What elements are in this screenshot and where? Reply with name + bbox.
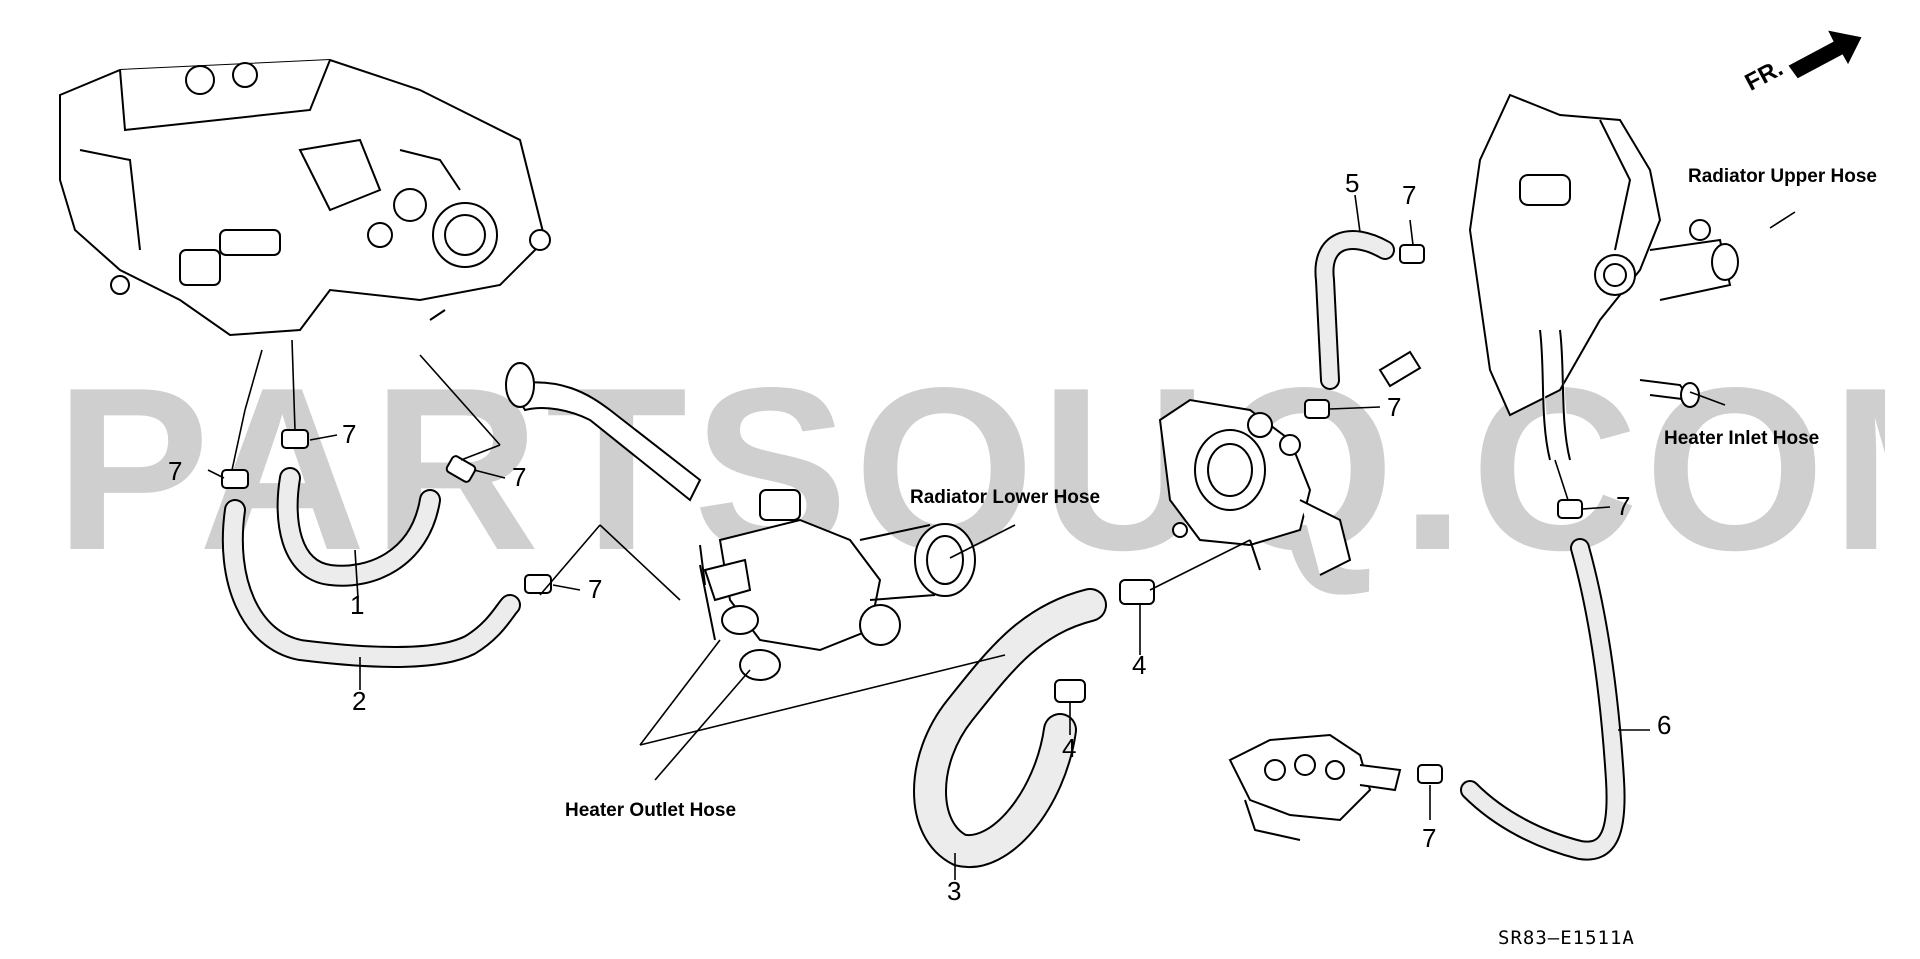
- leader-lines: [207, 194, 1796, 880]
- callout-4: 4: [1062, 733, 1077, 763]
- diagram-code: SR83–E1511A: [1498, 927, 1635, 949]
- clamp-7: [281, 429, 309, 449]
- intake-manifold: [59, 58, 551, 337]
- callout-1: 1: [350, 590, 365, 620]
- clamp-7: [445, 455, 477, 483]
- callout-3: 3: [947, 876, 962, 906]
- callout-7: 7: [1387, 392, 1402, 422]
- callout-7: 7: [342, 419, 357, 449]
- front-direction-arrow: [1788, 30, 1862, 79]
- water-outlet-housing: [505, 362, 976, 681]
- heater-valve: [1228, 733, 1402, 841]
- callout-2: 2: [352, 686, 367, 716]
- label-radiator-lower-hose: Radiator Lower Hose: [910, 487, 1101, 508]
- callout-7: 7: [1402, 180, 1417, 210]
- callout-4: 4: [1132, 650, 1147, 680]
- clamp-7: [524, 574, 552, 594]
- clamp-7: [1399, 244, 1425, 264]
- callout-7: 7: [512, 462, 527, 492]
- clamp-4: [1054, 679, 1086, 703]
- throttle-body: [1158, 398, 1352, 576]
- callout-7: 7: [1422, 823, 1437, 853]
- clamp-7: [1304, 399, 1330, 419]
- callout-7: 7: [588, 574, 603, 604]
- hoses: [221, 230, 1626, 869]
- callout-7: 7: [1616, 491, 1631, 521]
- callout-6: 6: [1657, 710, 1672, 740]
- cylinder-head: [1378, 93, 1739, 461]
- callout-5: 5: [1345, 168, 1360, 198]
- clamp-7: [221, 469, 249, 489]
- label-heater-outlet-hose: Heater Outlet Hose: [565, 800, 737, 821]
- callout-7: 7: [168, 456, 183, 486]
- clamp-4: [1119, 579, 1155, 605]
- clamp-7: [1557, 499, 1583, 519]
- clamp-7: [1417, 764, 1443, 784]
- clamps: [221, 244, 1583, 784]
- label-heater-inlet-hose: Heater Inlet Hose: [1664, 428, 1820, 449]
- label-radiator-upper-hose: Radiator Upper Hose: [1688, 166, 1877, 187]
